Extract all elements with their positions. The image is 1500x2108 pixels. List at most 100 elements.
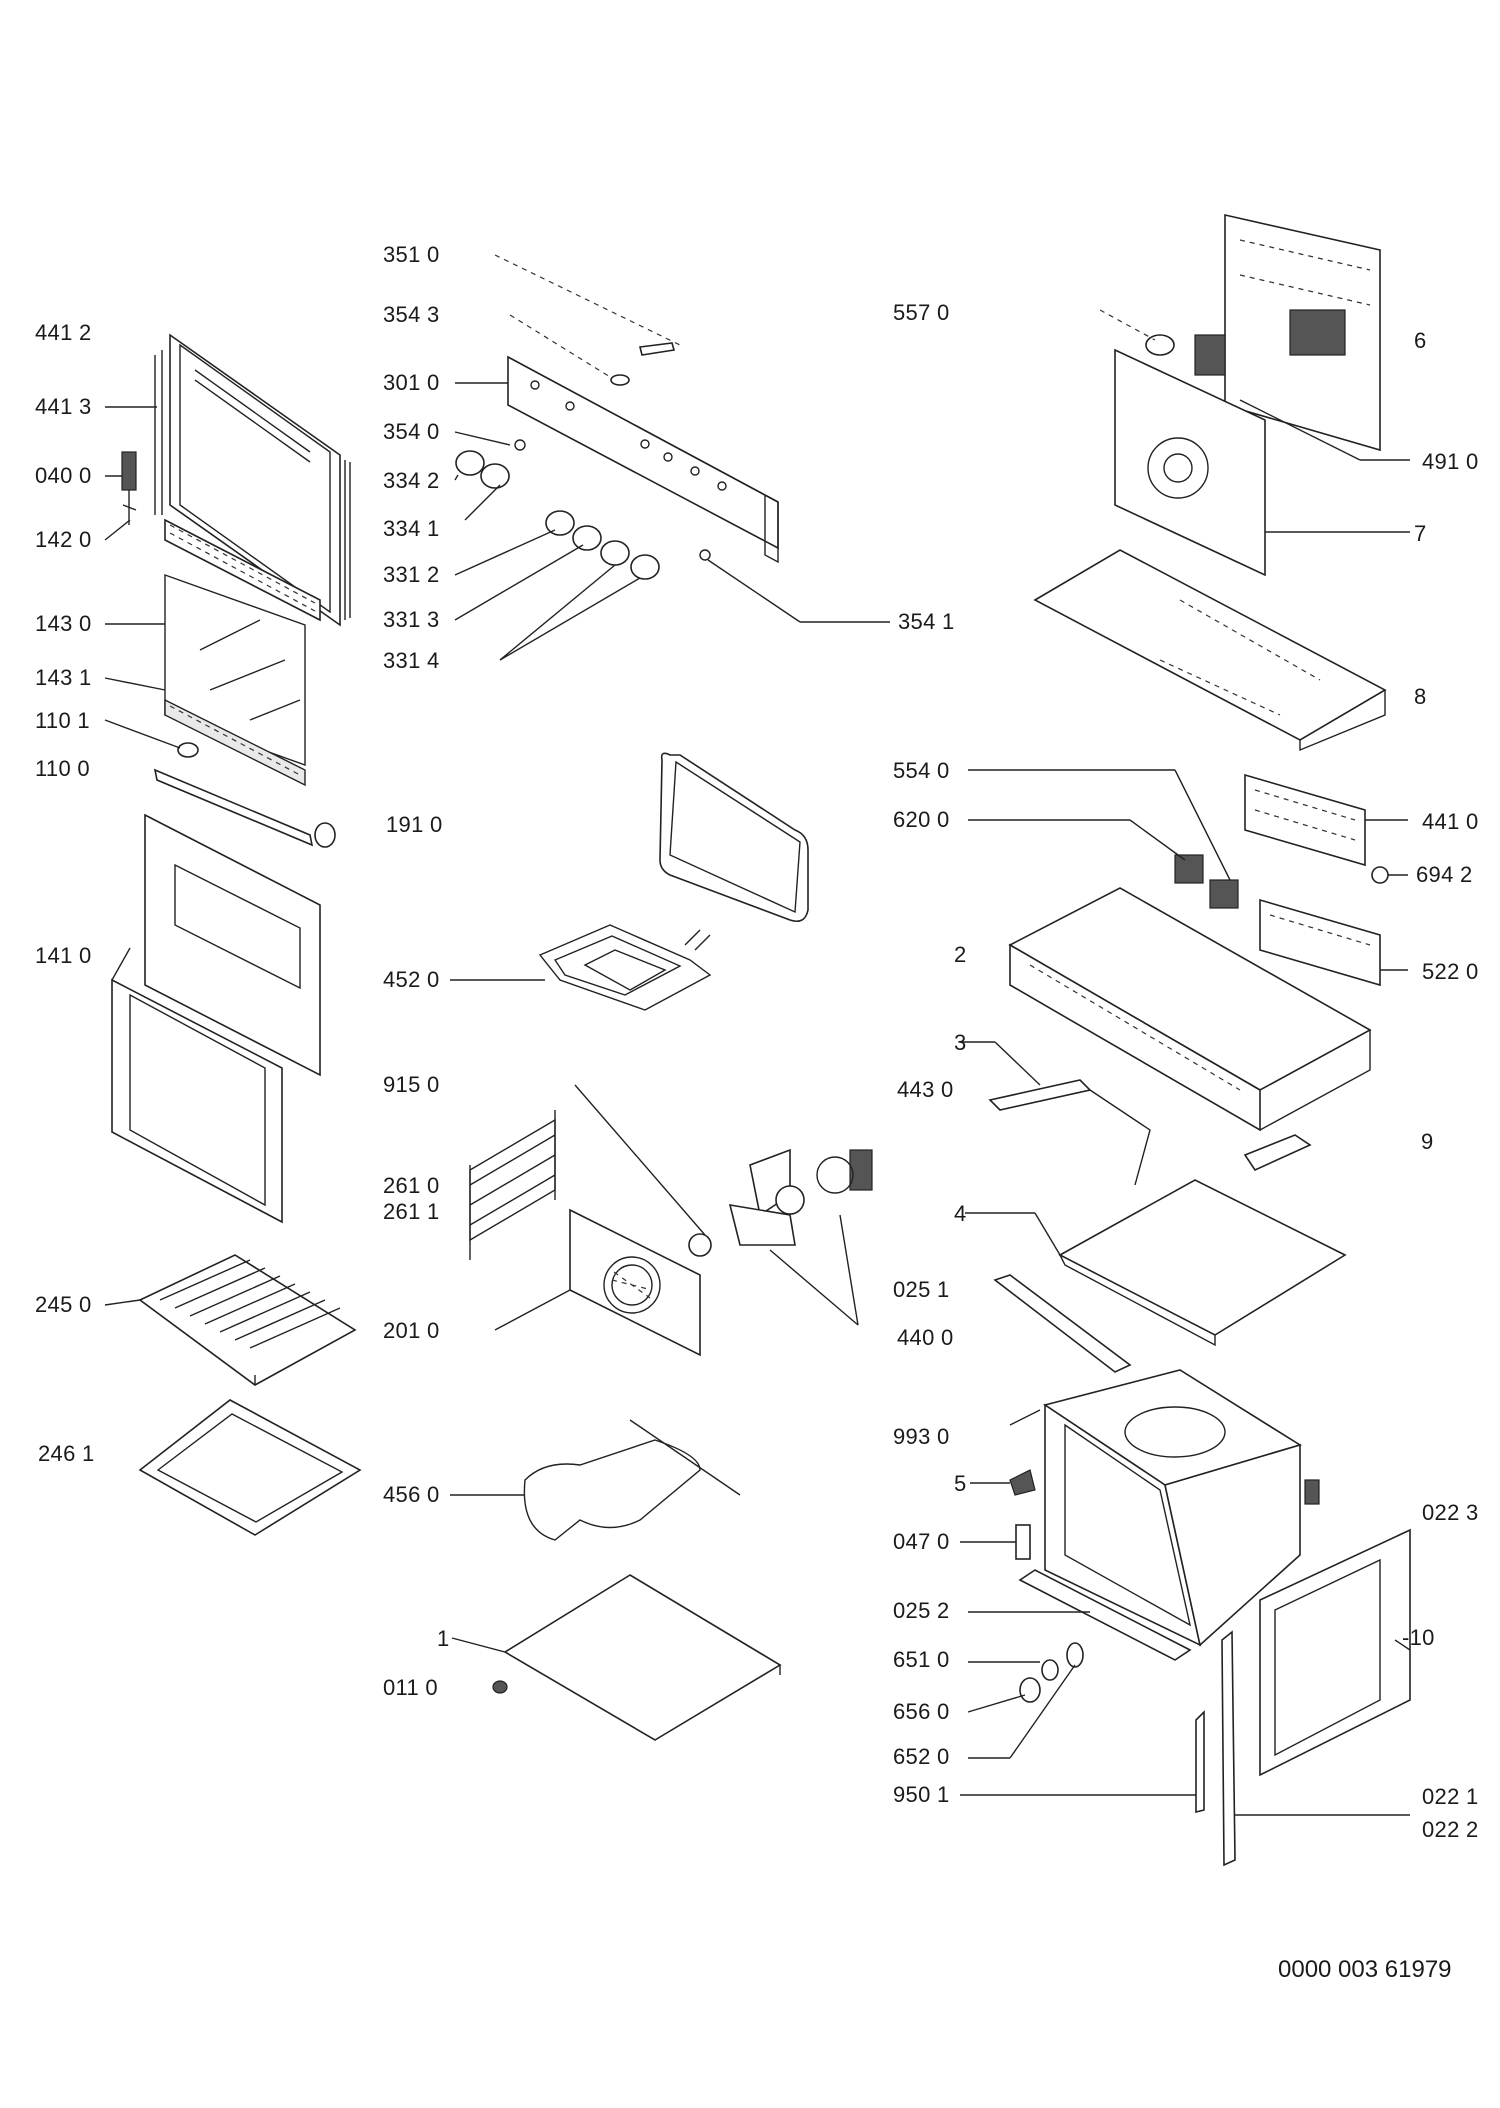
label-651-0: 651 0	[893, 1647, 950, 1672]
label-694-2: 694 2	[1416, 862, 1473, 887]
bracket-443-0-3	[960, 1041, 1151, 1186]
label-440-0: 440 0	[897, 1325, 954, 1350]
pin-354-3	[509, 314, 630, 386]
knobs-331	[545, 510, 711, 580]
door-handle-bar-142-0	[164, 518, 321, 622]
label-9: 9	[1421, 1129, 1434, 1154]
label-040-0: 040 0	[35, 463, 92, 488]
label-4: 4	[954, 1201, 967, 1226]
label-331-2: 331 2	[383, 562, 440, 587]
oven-door-seal-191-0	[659, 752, 809, 923]
label-110-1: 110 1	[35, 708, 90, 733]
nut-011-0	[492, 1680, 508, 1694]
baking-tray-246-1	[138, 1399, 362, 1536]
door-frame-441-2	[154, 333, 351, 627]
label-331-3: 331 3	[383, 607, 440, 632]
side-racks-261	[469, 1110, 556, 1260]
label-441-0: 441 0	[1422, 809, 1479, 834]
label-201-0: 201 0	[383, 1318, 440, 1343]
label-522-0: 522 0	[1422, 959, 1479, 984]
label-022-2: 022 2	[1422, 1817, 1479, 1842]
label-620-0: 620 0	[893, 807, 950, 832]
label-025-1: 025 1	[893, 1277, 950, 1302]
control-panel-301-0	[507, 355, 779, 564]
label-554-0: 554 0	[893, 758, 950, 783]
clip-110-1	[177, 742, 199, 758]
label-652-0: 652 0	[893, 1744, 950, 1769]
label-022-1: 022 1	[1422, 1784, 1479, 1809]
label-110-0: 110 0	[35, 756, 90, 781]
strip-025-2	[968, 1569, 1192, 1661]
label-491-0: 491 0	[1422, 449, 1479, 474]
label-331-4: 331 4	[383, 648, 440, 673]
bottom-plate-1	[451, 1574, 782, 1741]
side-rails-950-022	[960, 1630, 1410, 1867]
label-245-0: 245 0	[35, 1292, 92, 1317]
light-assembly-651-656-652	[967, 1642, 1084, 1759]
label-354-3: 354 3	[383, 302, 440, 327]
label-5: 5	[954, 1471, 967, 1496]
label-354-0: 354 0	[383, 419, 440, 444]
label-10: -10	[1402, 1625, 1435, 1650]
rod-351-0	[494, 254, 681, 356]
label-557-0: 557 0	[893, 300, 950, 325]
label-8: 8	[1414, 684, 1427, 709]
clip-5	[970, 1469, 1036, 1496]
inner-glass-143-0	[164, 574, 306, 766]
knobs-334	[455, 439, 526, 489]
label-011-0: 011 0	[383, 1675, 438, 1700]
label-022-3: 022 3	[1422, 1500, 1479, 1525]
label-452-0: 452 0	[383, 967, 440, 992]
label-351-0: 351 0	[383, 242, 440, 267]
module-522-0	[1259, 898, 1408, 987]
document-number: 0000 003 61979	[1278, 1956, 1452, 1983]
label-261-0: 261 0	[383, 1173, 440, 1198]
label-950-1: 950 1	[893, 1782, 950, 1807]
label-7: 7	[1414, 521, 1427, 546]
rail-110-0	[153, 768, 336, 848]
label-047-0: 047 0	[893, 1529, 950, 1554]
component-557-0	[1099, 309, 1361, 461]
fan-assembly-915-0	[574, 1084, 873, 1326]
label-354-1: 354 1	[898, 609, 955, 634]
label-656-0: 656 0	[893, 1699, 950, 1724]
label-025-2: 025 2	[893, 1598, 950, 1623]
wire-shelf-245-0	[138, 1254, 357, 1386]
hinge-040-0	[121, 451, 137, 525]
label-6: 6	[1414, 328, 1427, 353]
leaders-left	[104, 406, 181, 1306]
oven-cavity-993-0	[1043, 1369, 1320, 1647]
rear-panel-6	[1224, 213, 1381, 452]
label-441-3: 441 3	[35, 394, 92, 419]
cover-9	[1243, 1134, 1312, 1172]
label-915-0: 915 0	[383, 1072, 440, 1097]
grill-element-452-0	[450, 924, 712, 1011]
bottom-element-456-0	[450, 1419, 741, 1541]
screw-993-0	[1009, 1409, 1041, 1426]
label-191-0: 191 0	[386, 812, 443, 837]
label-2: 2	[954, 942, 967, 967]
control-chassis-2	[1008, 887, 1372, 1132]
fan-cover-201-0	[494, 1208, 701, 1357]
label-142-0: 142 0	[35, 527, 92, 552]
strip-025-1	[993, 1274, 1132, 1373]
fan-unit-441-0	[1244, 773, 1408, 884]
label-443-0: 443 0	[897, 1077, 954, 1102]
controls-554-620	[968, 769, 1239, 909]
side-panel-022-3	[1259, 1528, 1411, 1777]
label-1: 1	[437, 1626, 450, 1651]
glass-strip-143-1	[164, 698, 306, 787]
label-261-1: 261 1	[383, 1199, 440, 1224]
label-993-0: 993 0	[893, 1424, 950, 1449]
label-143-0: 143 0	[35, 611, 92, 636]
label-456-0: 456 0	[383, 1482, 440, 1507]
fan-motor-mount-7	[1114, 334, 1410, 577]
label-141-0: 141 0	[35, 943, 92, 968]
hinge-047-0	[960, 1524, 1031, 1560]
label-334-1: 334 1	[383, 516, 440, 541]
label-3: 3	[954, 1030, 967, 1055]
top-shield-4	[965, 1179, 1347, 1347]
